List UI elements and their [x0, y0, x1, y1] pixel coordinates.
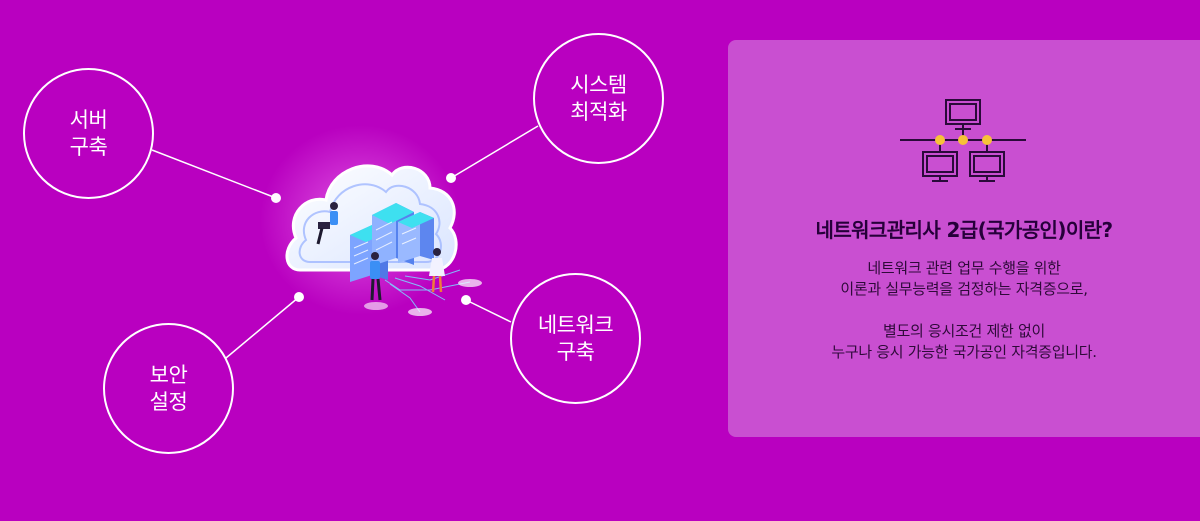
- info-line: 네트워크 관련 업무 수행을 위한: [867, 259, 1061, 277]
- person-sitting-icon: [316, 202, 338, 245]
- network-computers-icon: [900, 99, 1026, 182]
- info-card: 네트워크관리사 2급(국가공인)이란? 네트워크 관련 업무 수행을 위한 이론…: [728, 40, 1200, 437]
- person-woman-icon: [429, 248, 445, 293]
- person-standing-icon: [370, 252, 382, 301]
- info-line: 별도의 응시조건 제한 없이: [883, 322, 1045, 340]
- connector-lines: [151, 125, 539, 359]
- info-line: 이론과 실무능력을 검정하는 자격증으로,: [840, 280, 1088, 298]
- bubble-security-setup: 보안 설정: [103, 323, 234, 454]
- info-line: 누구나 응시 가능한 국가공인 자격증입니다.: [831, 343, 1097, 361]
- server-rack-icon: [350, 203, 434, 282]
- info-description: 네트워크 관련 업무 수행을 위한 이론과 실무능력을 검정하는 자격증으로, …: [728, 258, 1200, 363]
- bubble-server-build: 서버 구축: [23, 68, 154, 199]
- circuit-lines: [384, 269, 471, 313]
- bubble-network-build: 네트워크 구축: [510, 273, 641, 404]
- bubble-system-optimization: 시스템 최적화: [533, 33, 664, 164]
- cloud-network-illustration: [151, 125, 539, 359]
- info-title: 네트워크관리사 2급(국가공인)이란?: [815, 218, 1114, 242]
